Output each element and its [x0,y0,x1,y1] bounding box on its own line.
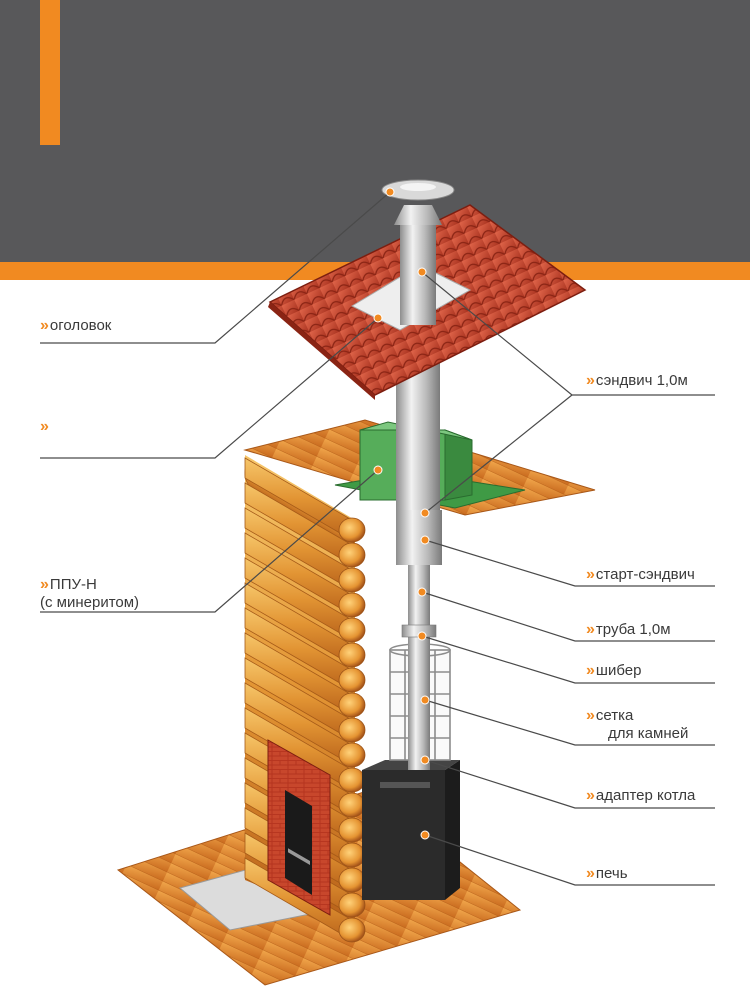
chevron-icon: » [586,787,595,804]
pipe-upper [400,225,436,325]
leader-pipe [421,591,715,642]
marker-dot [373,465,383,475]
label-passthrough: » [40,418,50,436]
log-end [338,842,366,868]
chevron-icon: » [586,707,595,724]
chevron-icon: » [586,865,595,882]
leader-passthrough [40,317,379,459]
log-end [338,717,366,743]
log-end [338,817,366,843]
header-band [0,0,750,262]
chevron-icon: » [40,418,49,435]
label-pipe: »труба 1,0м [586,621,671,638]
label-damper: »шибер [586,662,642,679]
log-end [338,792,366,818]
marker-dot [420,830,430,840]
marker-dot [420,508,430,518]
stove [362,760,460,900]
label-cap: »оголовок [40,317,112,334]
log-end [338,592,366,618]
marker-dot [417,631,427,641]
log-end [338,742,366,768]
label-boiler-adapter: »адаптер котла [586,787,696,804]
marker-dot [420,755,430,765]
marker-dot [373,313,383,323]
pipe-lower [408,555,430,770]
header-accent-bar [40,0,60,145]
log-end [338,767,366,793]
leader-sandwich-2 [424,394,573,514]
log-end [338,692,366,718]
label-start-sandwich: »старт-сэндвич [586,566,695,583]
marker-dot [385,187,395,197]
log-end [338,617,366,643]
marker-dot [417,267,427,277]
chevron-icon: » [586,372,595,389]
log-end [338,567,366,593]
leader-lines [40,187,715,886]
label-ppu: »ППУ-Н (с минеритом) [40,576,140,611]
leader-mesh [424,699,715,746]
leader-ppu [40,469,379,613]
log-end [338,517,366,543]
chevron-icon: » [40,317,49,334]
chevron-icon: » [586,621,595,638]
leader-boiler-adapter [424,759,715,809]
log-end [338,667,366,693]
log-end [338,917,366,943]
leader-damper [421,635,715,684]
start-sandwich [396,510,442,565]
marker-dot [420,695,430,705]
label-sandwich: »сэндвич 1,0м [586,372,688,389]
label-stove: »печь [586,865,628,882]
leader-start-sandwich [424,539,715,587]
leader-stove [424,834,715,886]
log-end [338,867,366,893]
chevron-icon: » [586,662,595,679]
marker-dot [420,535,430,545]
log-end [338,542,366,568]
brick-fireplace [267,739,331,916]
cap-cone [394,205,442,225]
log-end [338,892,366,918]
chevron-icon: » [40,576,49,593]
chevron-icon: » [586,566,595,583]
label-mesh: »сетка для камней [586,707,689,742]
log-end [338,642,366,668]
marker-dot [417,587,427,597]
leader-cap [40,191,391,344]
